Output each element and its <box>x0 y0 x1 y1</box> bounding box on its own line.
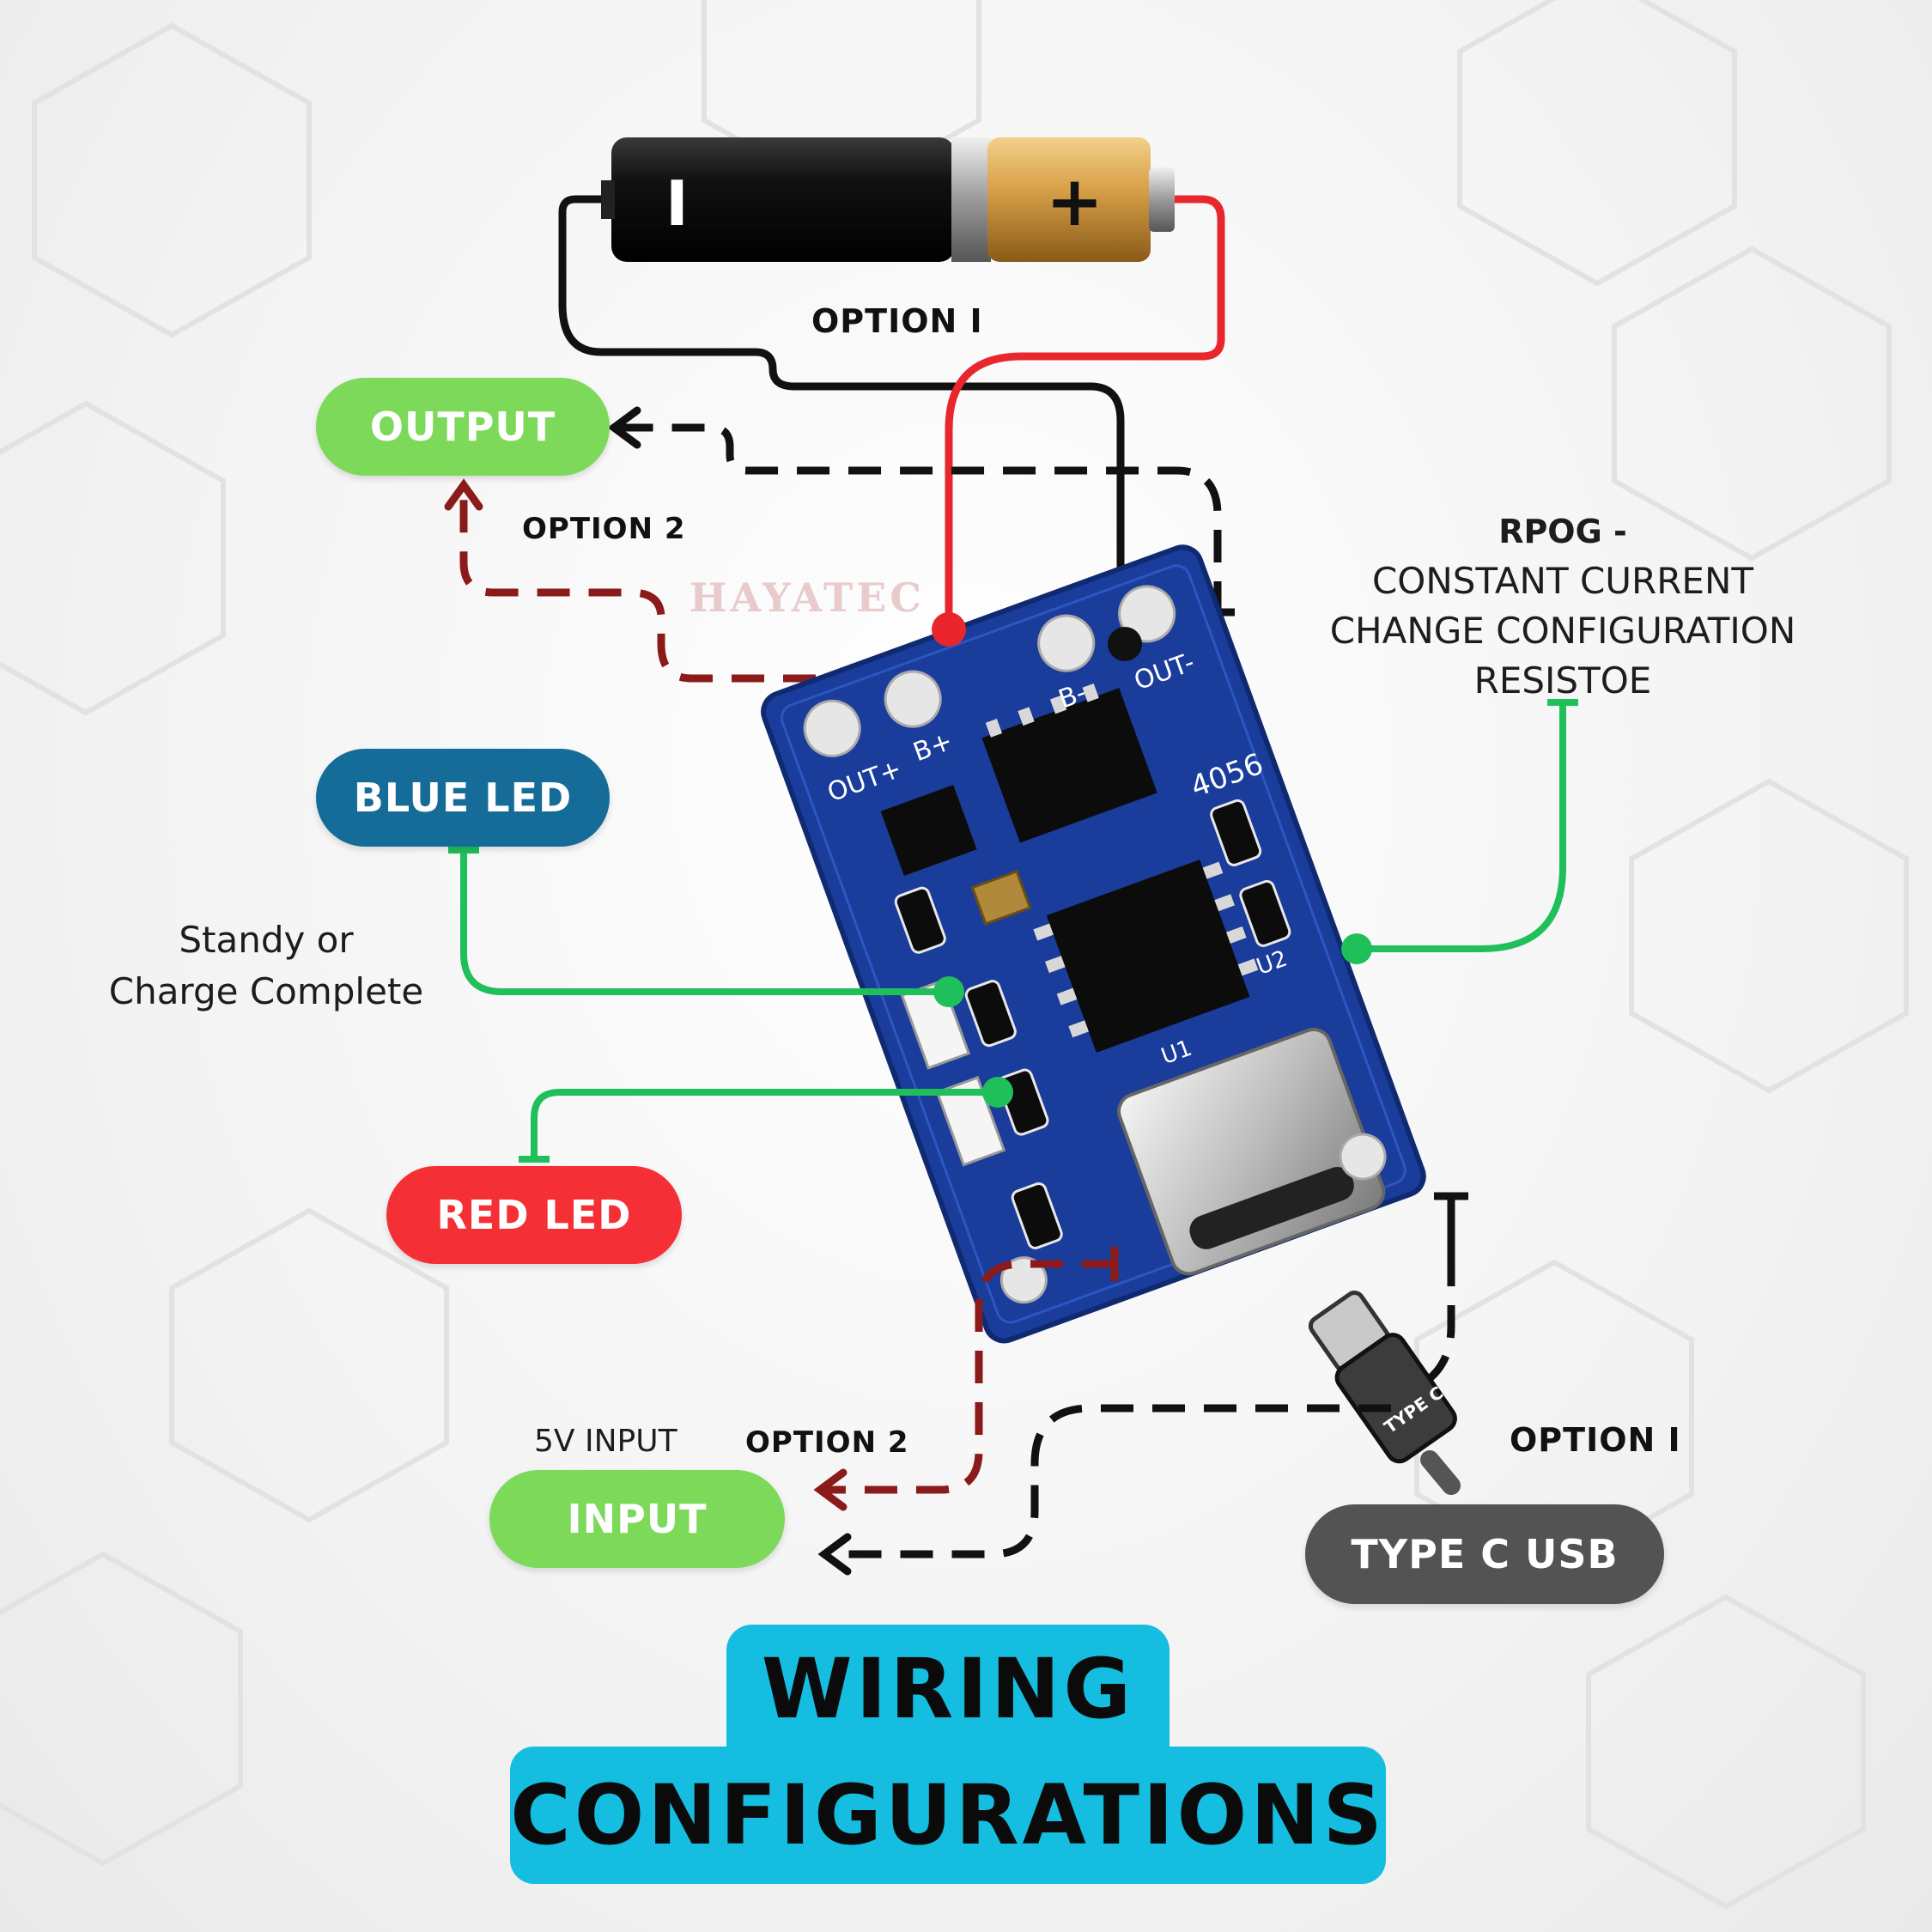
input-option2-arrowhead <box>813 1468 848 1511</box>
title-line-1: WIRING <box>761 1641 1135 1737</box>
pad-usb-plus <box>999 1256 1048 1304</box>
rprog-title: RPOG - <box>1498 513 1627 550</box>
option2-bottom-label: OPTION 2 <box>745 1425 909 1460</box>
rprog-wire <box>1357 702 1566 952</box>
battery-plus-mark: + <box>1046 161 1103 241</box>
standby-line-1: Standy or <box>179 919 354 961</box>
input-option1-arrowhead <box>817 1533 852 1576</box>
pad-usb-minus <box>1339 1133 1387 1181</box>
resistor-r6 <box>894 886 946 954</box>
output-option2-arrowhead <box>444 478 483 511</box>
resistor-r4 <box>1239 879 1291 947</box>
type-c-usb-label: TYPE C USB <box>1351 1531 1619 1577</box>
battery-positive-terminal <box>1149 167 1175 232</box>
input-pill: INPUT <box>489 1470 785 1568</box>
battery-positive-body <box>987 137 1151 262</box>
type-c-cable: TYPE C <box>1308 1192 1468 1495</box>
red-led-connection-dot <box>982 1077 1013 1108</box>
usb-c-plug: TYPE C <box>1308 1291 1457 1464</box>
battery: I + <box>601 137 1175 262</box>
battery-negative-terminal <box>601 180 615 219</box>
title-box-top: WIRING <box>726 1625 1170 1753</box>
output-option2-line <box>459 494 867 683</box>
input-label: INPUT <box>567 1496 708 1542</box>
resistor-r3 <box>1210 799 1262 866</box>
b-plus-connection-dot <box>932 612 966 647</box>
rprog-line-2: CHANGE CONFIGURATION <box>1329 610 1796 652</box>
option1-bottom-label: OPTION I <box>1510 1421 1681 1459</box>
pad-b-minus <box>1037 614 1096 672</box>
title-box-bottom: CONFIGURATIONS <box>510 1747 1386 1884</box>
pad-out-plus <box>803 699 861 757</box>
battery-band <box>951 137 991 262</box>
red-led-pill: RED LED <box>386 1166 682 1264</box>
input-option2-line <box>824 1260 1115 1494</box>
chip-u2 <box>880 785 977 877</box>
battery-positive-wire <box>945 195 1225 629</box>
red-led-label: RED LED <box>436 1192 632 1238</box>
inductor <box>970 869 1032 926</box>
rprog-note: RPOG - CONSTANT CURRENT CHANGE CONFIGURA… <box>1292 507 1833 706</box>
standby-note: Standy or Charge Complete <box>94 914 438 1018</box>
blue-led-component <box>900 979 971 1070</box>
output-arrowhead <box>607 406 641 449</box>
five-v-input-label: 5V INPUT <box>534 1424 677 1459</box>
blue-led-wire <box>460 850 949 995</box>
usb-c-port <box>1117 1027 1386 1276</box>
blue-led-label: BLUE LED <box>353 775 573 821</box>
standby-line-2: Charge Complete <box>108 970 424 1012</box>
input-option1-line <box>829 1404 1391 1558</box>
rprog-connection-dot <box>1341 933 1372 964</box>
chip-u3 <box>981 688 1157 843</box>
resistor-r8 <box>1011 1182 1063 1249</box>
rprog-line-3: RESISTOE <box>1473 659 1652 702</box>
title-line-2: CONFIGURATIONS <box>510 1767 1386 1863</box>
blue-led-pill: BLUE LED <box>316 749 610 847</box>
red-led-wire <box>531 1089 998 1159</box>
cable-strand <box>1420 1450 1461 1495</box>
battery-negative-body <box>611 137 955 262</box>
pad-b-plus <box>884 670 942 728</box>
option1-top-label: OPTION I <box>811 302 983 340</box>
chip-u1 <box>1046 860 1250 1053</box>
hayatec-watermark: HAYATEC <box>690 574 925 621</box>
battery-minus-mark: I <box>665 167 689 240</box>
resistor-r1 <box>964 980 1017 1048</box>
type-c-usb-pill: TYPE C USB <box>1305 1504 1664 1604</box>
rprog-line-1: CONSTANT CURRENT <box>1371 560 1754 602</box>
red-led-component <box>935 1076 1006 1167</box>
pad-out-minus <box>1118 585 1176 643</box>
option2-top-label: OPTION 2 <box>522 512 686 546</box>
output-pill: OUTPUT <box>316 378 610 476</box>
output-option1-line <box>618 423 1222 614</box>
tp4056-board: B+ B- OUT+ OUT- 4056 U1 U2 <box>761 544 1426 1344</box>
blue-led-connection-dot <box>933 976 964 1007</box>
battery-negative-wire <box>558 195 1125 640</box>
usb-c-opening <box>1189 1166 1354 1249</box>
output-label: OUTPUT <box>369 404 556 450</box>
b-minus-connection-dot <box>1108 627 1142 661</box>
